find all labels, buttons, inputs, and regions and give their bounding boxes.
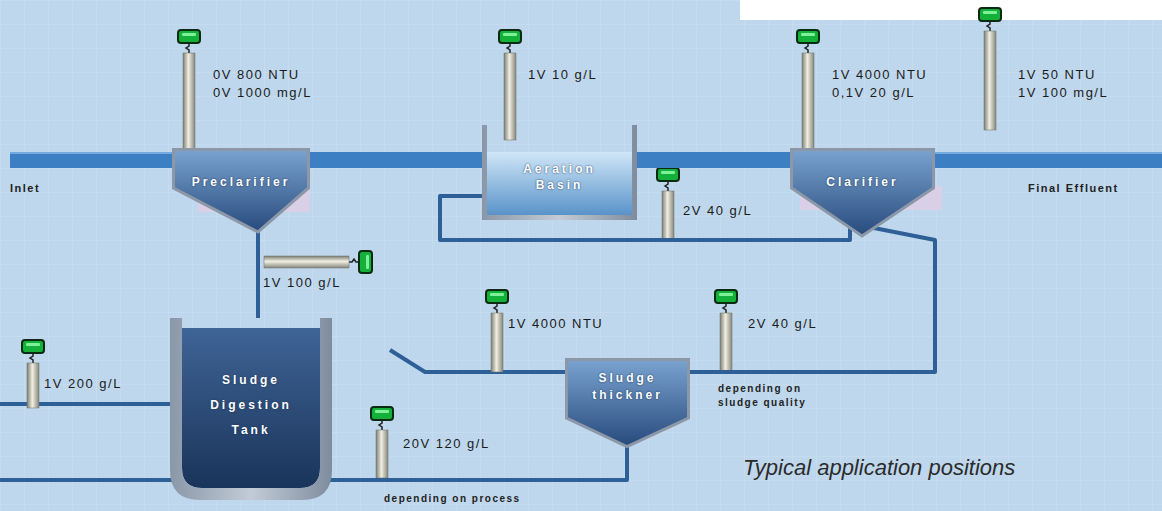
digestion-tank: Sludge Digestion Tank bbox=[170, 318, 332, 500]
tank-shape bbox=[174, 150, 309, 233]
measuring-range: 2V 40 g/L bbox=[748, 316, 817, 332]
tank-shape bbox=[170, 318, 332, 500]
measuring-range: 1V 200 g/L bbox=[44, 376, 122, 392]
tank-label: Sludge thickner bbox=[578, 370, 678, 404]
tank-label-group: Sludge Digestion Tank bbox=[195, 368, 307, 443]
sludge-pipe bbox=[256, 232, 260, 318]
tank-label: Preclarifier bbox=[176, 174, 306, 190]
measuring-range: 1V 10 g/L bbox=[528, 67, 597, 83]
note-text: depending on sludge quality bbox=[718, 382, 828, 410]
clarifier-tank: Preclarifier bbox=[172, 148, 310, 234]
tank-label: Aeration Basin bbox=[510, 161, 610, 193]
place-name: Inlet bbox=[10, 181, 40, 195]
sensor-probe bbox=[264, 251, 372, 273]
sensor-probe bbox=[486, 290, 508, 372]
water-channel bbox=[637, 152, 790, 168]
sensor-probe bbox=[371, 407, 393, 478]
tank-shape bbox=[792, 150, 934, 237]
tank-shape bbox=[182, 328, 320, 488]
measuring-range: 1V 100 mg/L bbox=[1018, 85, 1108, 101]
pipe bbox=[0, 478, 174, 482]
tank-outline bbox=[172, 148, 310, 234]
sensor-probe bbox=[22, 340, 44, 408]
caption-text: Typical application positions bbox=[743, 455, 1015, 481]
tank-label-group: Clarifier bbox=[795, 174, 930, 190]
measuring-range: 1V 50 NTU bbox=[1018, 67, 1096, 83]
note-text: depending on process bbox=[384, 492, 504, 506]
tank-outline bbox=[790, 148, 935, 238]
measuring-range: 0V 800 NTU bbox=[213, 67, 300, 83]
tank-label-group: Aeration Basin bbox=[510, 161, 610, 193]
tank-label: Sludge Digestion Tank bbox=[195, 368, 307, 443]
sensor-probe bbox=[715, 290, 737, 372]
sludge-pipe bbox=[690, 228, 935, 372]
place-name: Final Effluent bbox=[1028, 181, 1119, 195]
tank-shape bbox=[567, 360, 689, 447]
measuring-range: 2V 40 g/L bbox=[683, 203, 752, 219]
sludge-pipe bbox=[330, 447, 627, 480]
sensor-probe bbox=[979, 8, 1001, 130]
water-channel bbox=[310, 152, 482, 168]
measuring-range: 0,1V 20 g/L bbox=[832, 85, 915, 101]
clarifier-tank: Clarifier bbox=[790, 148, 935, 238]
tank-label: Clarifier bbox=[795, 174, 930, 190]
header-panel bbox=[740, 0, 1162, 20]
measuring-range: 1V 4000 NTU bbox=[508, 316, 603, 332]
tank-label-group: Sludge thickner bbox=[578, 370, 678, 404]
pipe bbox=[390, 350, 566, 372]
tank-shape bbox=[482, 125, 637, 220]
sensor-probe bbox=[499, 30, 521, 140]
measuring-range: 1V 100 g/L bbox=[263, 275, 341, 291]
sensor-probe bbox=[657, 168, 679, 240]
tank-label-group: Preclarifier bbox=[176, 174, 306, 190]
aeration-basin: Aeration Basin bbox=[482, 125, 637, 220]
tank-shape bbox=[487, 152, 632, 215]
measuring-range: 20V 120 g/L bbox=[403, 436, 490, 452]
measuring-range: 0V 1000 mg/L bbox=[213, 85, 312, 101]
pipe bbox=[0, 402, 174, 406]
thickener-tank: Sludge thickner bbox=[565, 358, 690, 448]
measuring-range: 1V 4000 NTU bbox=[832, 67, 927, 83]
